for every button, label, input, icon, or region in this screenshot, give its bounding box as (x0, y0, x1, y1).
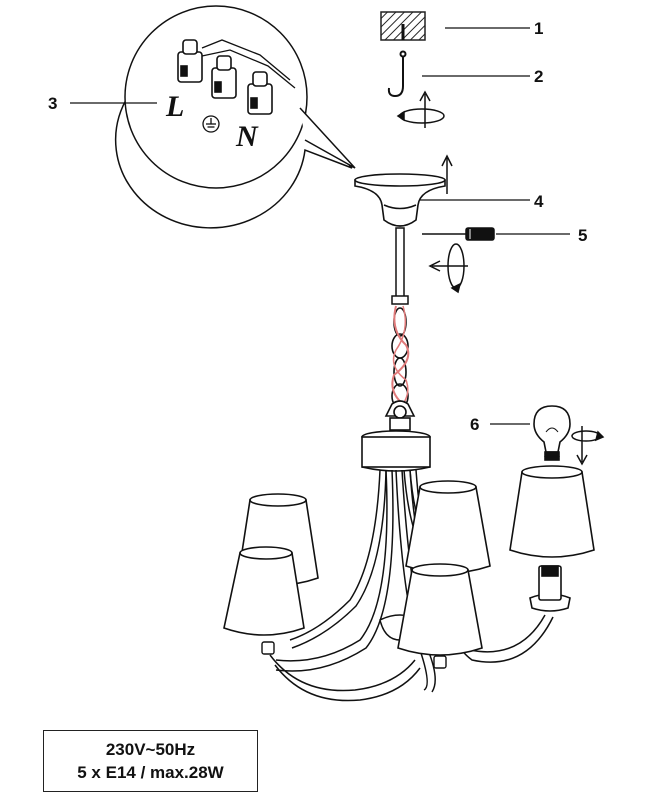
wire-label-live: L (165, 90, 184, 123)
spec-bulbs: 5 x E14 / max.28W (77, 763, 224, 782)
shade-holders (261, 641, 447, 669)
callout-number-3: 3 (48, 94, 57, 113)
lamp-shade-front-left (223, 546, 305, 636)
callout-number-4: 4 (534, 192, 544, 211)
earth-icon (202, 115, 220, 133)
center-hub (361, 400, 431, 472)
red-wire (392, 305, 409, 411)
spec-voltage: 230V~50Hz (105, 740, 196, 759)
callout-number-5: 5 (578, 226, 587, 245)
lamp-shade-back-right (509, 465, 595, 558)
rotate-arrow-icon (396, 90, 445, 128)
bulb-socket (529, 565, 571, 612)
terminal-block (177, 39, 296, 115)
screw (422, 227, 495, 241)
stem (391, 227, 409, 305)
red-wire (391, 305, 410, 421)
lamp-shade-front-center (397, 563, 483, 656)
canopy (354, 173, 446, 227)
spec-box: 230V~50Hz 5 x E14 / max.28W (43, 730, 258, 792)
up-arrow-icon (441, 154, 453, 194)
callout-number-2: 2 (534, 67, 543, 86)
ceiling-mount (380, 11, 426, 41)
wiring-detail-bubble (114, 5, 356, 229)
wire-label-neutral: N (235, 120, 259, 153)
hook-icon (387, 50, 407, 98)
callout-number-6: 6 (470, 415, 479, 434)
rotate-arrow-icon (571, 426, 605, 466)
rotate-arrow-icon (428, 243, 468, 294)
bulb-icon (533, 405, 571, 461)
callout-number-1: 1 (534, 19, 543, 38)
lamp-shade-back-center (405, 480, 491, 574)
